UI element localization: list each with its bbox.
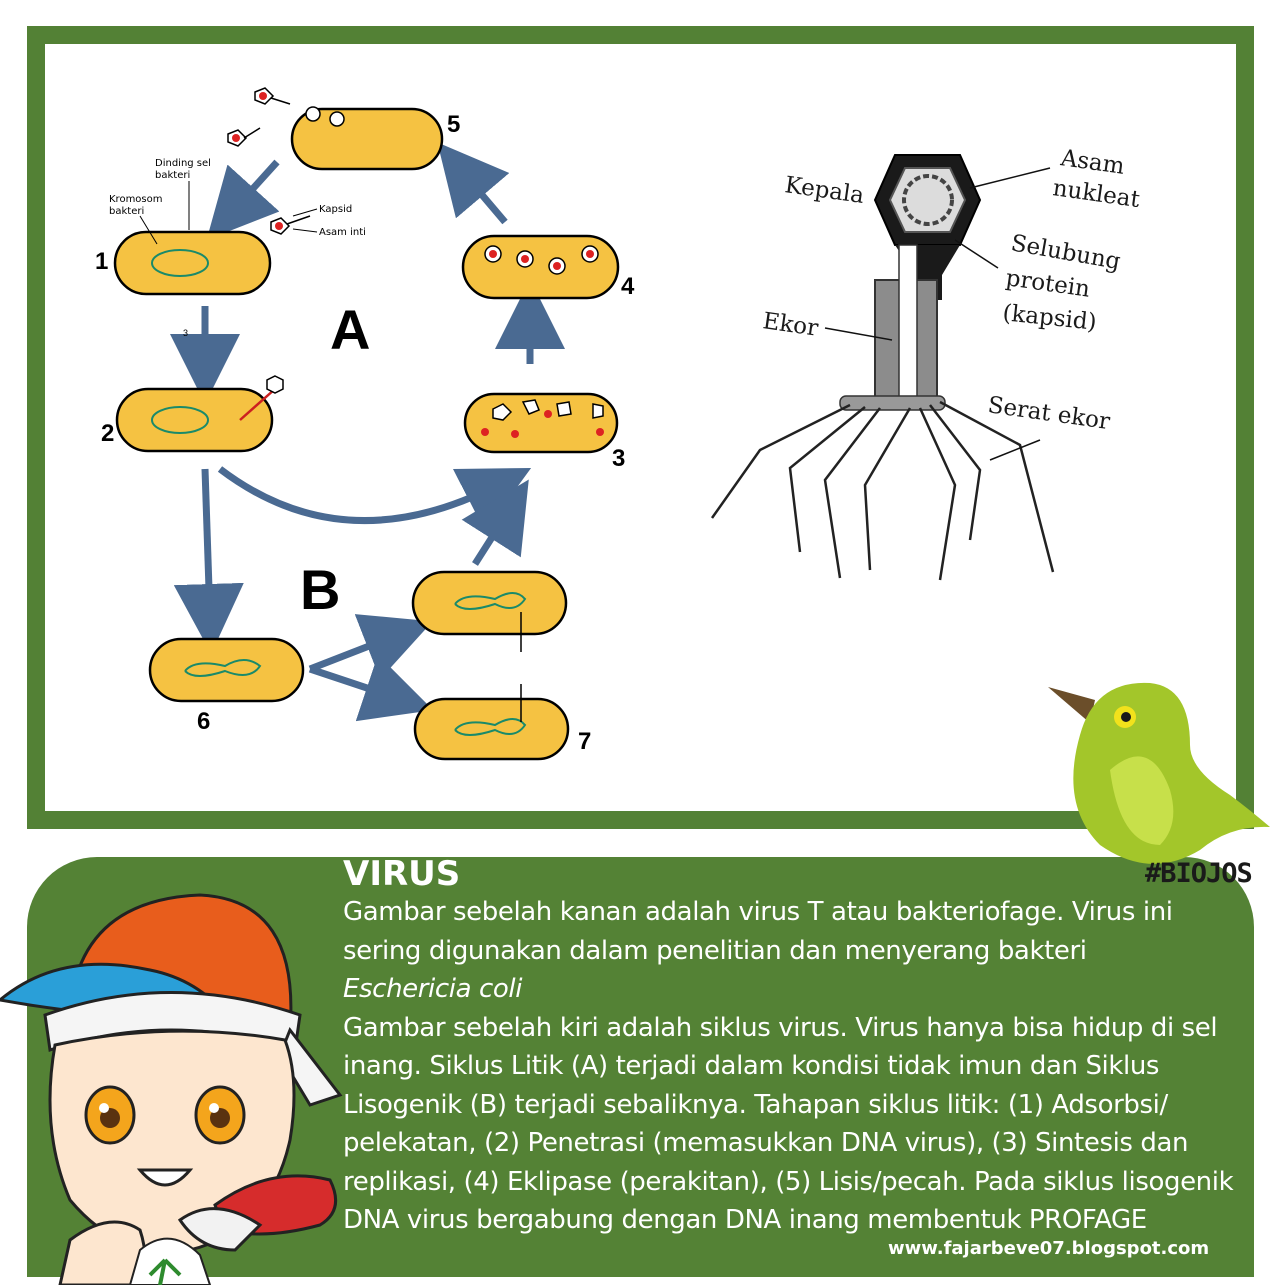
label-selubung-line2: protein bbox=[1004, 265, 1092, 303]
label-asam-line2: nukleat bbox=[1051, 175, 1142, 213]
label-step-5: 5 bbox=[447, 111, 460, 138]
free-phages bbox=[227, 87, 311, 235]
hashtag-badge: #BIOJOS bbox=[1145, 858, 1253, 889]
label-step-6: 6 bbox=[197, 708, 210, 735]
cell-4 bbox=[461, 234, 620, 300]
label-serat-ekor: Serat ekor bbox=[986, 392, 1111, 435]
bacteriophage-diagram: Kepala Asam nukleat Selubung protein (ka… bbox=[710, 145, 1142, 581]
label-asam-line1: Asam bbox=[1058, 145, 1126, 180]
label-kepala: Kepala bbox=[783, 172, 866, 209]
bird-mascot-icon bbox=[1048, 682, 1270, 864]
label-step-1: 1 bbox=[95, 248, 108, 275]
cell-1 bbox=[113, 230, 272, 296]
cell-7 bbox=[413, 684, 570, 761]
paragraph-1: Gambar sebelah kanan adalah virus T atau… bbox=[343, 897, 1173, 966]
paragraph-2: Gambar sebelah kiri adalah siklus virus.… bbox=[343, 1012, 1234, 1236]
label-kromosom-2: bakteri bbox=[109, 206, 144, 217]
virus-cycle-diagram: Dinding sel bakteri Kromosom bakteri Kap… bbox=[95, 87, 635, 761]
label-dinding-1: Dinding sel bbox=[155, 158, 211, 169]
label-selubung-line3: (kapsid) bbox=[1001, 300, 1097, 336]
base-plate bbox=[839, 395, 946, 411]
cell-3 bbox=[463, 392, 619, 454]
label-kromosom-1: Kromosom bbox=[109, 194, 163, 205]
label-ekor: Ekor bbox=[761, 308, 820, 341]
label-cycle-b: B bbox=[300, 558, 340, 621]
description-text: VIRUS Gambar sebelah kanan adalah virus … bbox=[343, 855, 1258, 1267]
label-dinding-2: bakteri bbox=[155, 170, 190, 181]
cell-6 bbox=[148, 637, 305, 703]
label-cycle-a: A bbox=[330, 298, 370, 361]
footer-url: www.fajarbeve07.blogspot.com bbox=[888, 1238, 1210, 1259]
cell-lysogenic-top bbox=[411, 570, 568, 652]
nucleic-acid bbox=[902, 174, 954, 226]
paragraph-1-species: Eschericia coli bbox=[343, 974, 523, 1004]
label-kapsid: Kapsid bbox=[319, 204, 352, 215]
label-step-4: 4 bbox=[621, 273, 635, 300]
cycle-arrows bbox=[170, 142, 565, 722]
label-step-2: 2 bbox=[101, 420, 114, 447]
tail-fibers bbox=[710, 400, 1055, 581]
cartoon-character-icon bbox=[0, 893, 343, 1285]
cell-2 bbox=[115, 375, 284, 453]
cell-5 bbox=[290, 106, 444, 171]
panel-title: VIRUS bbox=[343, 855, 461, 894]
label-asam-inti: Asam inti bbox=[319, 227, 366, 238]
label-step-7: 7 bbox=[578, 728, 591, 755]
label-step-3: 3 bbox=[612, 445, 625, 472]
label-small-3: 3 bbox=[183, 328, 188, 338]
